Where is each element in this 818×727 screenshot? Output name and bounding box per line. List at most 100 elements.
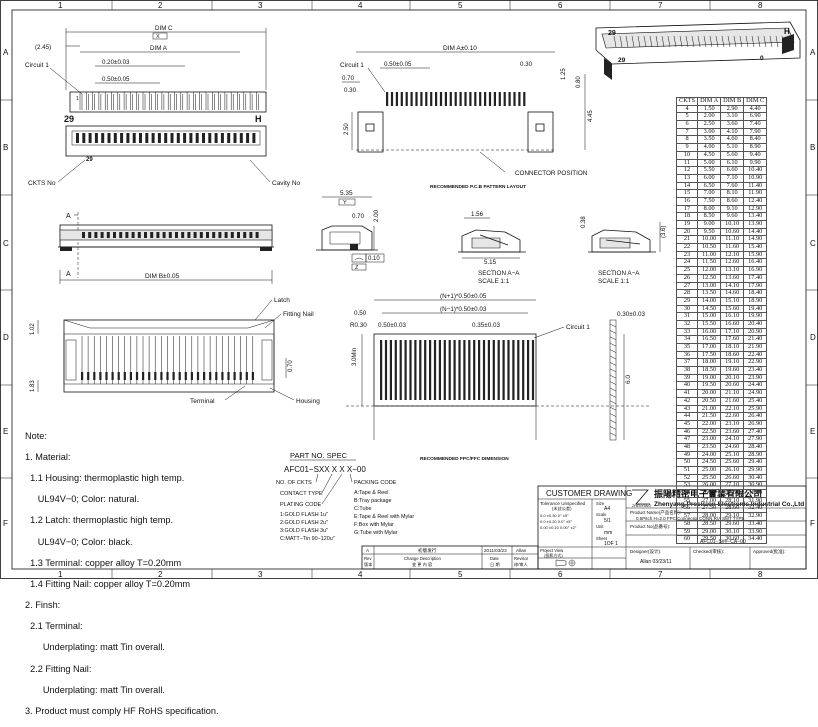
fpc-finger [463, 340, 466, 400]
fpc-finger [443, 340, 446, 400]
fpc-finger [517, 340, 520, 400]
front-contact [144, 232, 147, 238]
fpc-fingers [380, 340, 535, 400]
plating-1: 1:GOLD FLASH 1u" [280, 512, 328, 518]
iso-pin [769, 35, 773, 48]
pcb-pad [503, 92, 506, 106]
pcb-pad [508, 92, 511, 106]
contact [227, 133, 231, 143]
front-contact [243, 232, 247, 238]
fpc-finger [512, 340, 515, 400]
plating-2: 2:GOLD FLASH 2u" [280, 520, 328, 526]
projection-cn: (投影方式) [544, 552, 563, 558]
col-label: 7 [658, 1, 663, 10]
checked-label: Checked(审核): [693, 548, 724, 555]
terminal-tail [142, 372, 145, 380]
sec-515: 5.15 [484, 259, 497, 266]
note-line: Underplating: matt Tin overall. [25, 684, 165, 695]
table-cell: 28.40 [743, 442, 768, 452]
contact [170, 133, 174, 143]
pcb-080: 0.80 [576, 76, 582, 88]
front-contact [230, 232, 234, 238]
iso-29: 29 [608, 30, 616, 37]
contact [189, 133, 193, 143]
pcb-nail-pad-left [357, 111, 384, 153]
table-cell: 29.50 [697, 535, 722, 544]
front-contact [255, 232, 259, 238]
table-cell: 13 [675, 173, 699, 183]
pcb-pad [484, 92, 487, 106]
fpc-finger [384, 340, 388, 400]
packing-c: C:Tube [354, 506, 371, 512]
contact [107, 133, 111, 143]
table-cell: 30.60 [720, 535, 745, 544]
brand: ZHENYANG [632, 504, 651, 508]
fpc-finger [497, 340, 500, 400]
col-label: 6 [558, 1, 563, 10]
front-contact [237, 232, 240, 238]
pcb-pad [493, 92, 496, 106]
pcb-pad [420, 92, 423, 106]
note-line: Note: [25, 430, 47, 441]
iso-pin [697, 35, 701, 48]
front-contact [193, 232, 197, 238]
table-cell: 12.40 [743, 196, 768, 206]
contact [202, 133, 205, 143]
iso-pin [613, 35, 617, 48]
terminal-tail [160, 372, 163, 380]
table-cell: 7.10 [720, 173, 745, 183]
fpc-n-minus-1: (N−1)*0.50±0.03 [440, 306, 487, 313]
terminal-tail [172, 372, 175, 380]
note-line: UL94V−0; Color: natural. [25, 494, 140, 505]
table-cell: 8.60 [720, 196, 745, 206]
col-rev-cn: 版本 [364, 561, 373, 568]
unit-value: mm [604, 530, 612, 536]
fpc-r030: R0.30 [350, 322, 367, 329]
pcb-pad [435, 92, 438, 106]
pcb-pad [469, 92, 472, 106]
terminal-tail [190, 372, 193, 380]
fpc-finger [492, 340, 495, 400]
table-cell: 12.50 [697, 273, 722, 283]
terminal-tail [166, 372, 169, 380]
table-cell: 16.60 [720, 319, 745, 329]
pitch-dim-1: 0.20±0.03 [102, 59, 130, 66]
contact [252, 133, 256, 143]
contact [220, 133, 224, 143]
contact [82, 133, 86, 143]
unit-label: Unit [596, 524, 604, 529]
hatch-line [609, 394, 617, 398]
front-contact [106, 232, 110, 238]
pcb-pad [390, 92, 394, 106]
col-label: 4 [358, 1, 363, 10]
fpc-finger [458, 340, 461, 400]
col-label: 1 [58, 570, 63, 579]
terminal-tail [233, 372, 236, 380]
table-cell: 24.60 [720, 442, 745, 452]
table-cell: 10.90 [743, 173, 768, 183]
col-change: Change Description [404, 556, 441, 561]
contact [120, 133, 124, 143]
y-datum: Y [343, 200, 347, 206]
bottom-102: 1.02 [30, 323, 36, 335]
fpc-circuit1: Circuit 1 [566, 324, 590, 331]
front-contact [168, 232, 172, 238]
fpc-finger [502, 340, 505, 400]
table-cell: 21.60 [720, 396, 745, 406]
drawing-canvas: 1 2 3 4 5 6 7 8 1 2 3 4 5 6 7 8 A B C D … [0, 0, 818, 579]
fpc-3min: 3.0Min [352, 348, 358, 366]
hatch-line [609, 387, 617, 392]
row-label: F [3, 519, 8, 528]
table-cell: 45 [675, 419, 699, 429]
iso-view: 29 H 29 0 [595, 21, 801, 80]
sec-038: 0.38 [581, 216, 587, 228]
terminal-tail [209, 372, 212, 380]
table-cell: 26 [675, 273, 699, 283]
section-a-a-2: SECTION A−A [598, 270, 640, 277]
col-label: 6 [558, 570, 563, 579]
front-contact [150, 232, 154, 238]
contact [88, 133, 92, 143]
pcb-pitch: 0.50±0.05 [384, 61, 412, 68]
